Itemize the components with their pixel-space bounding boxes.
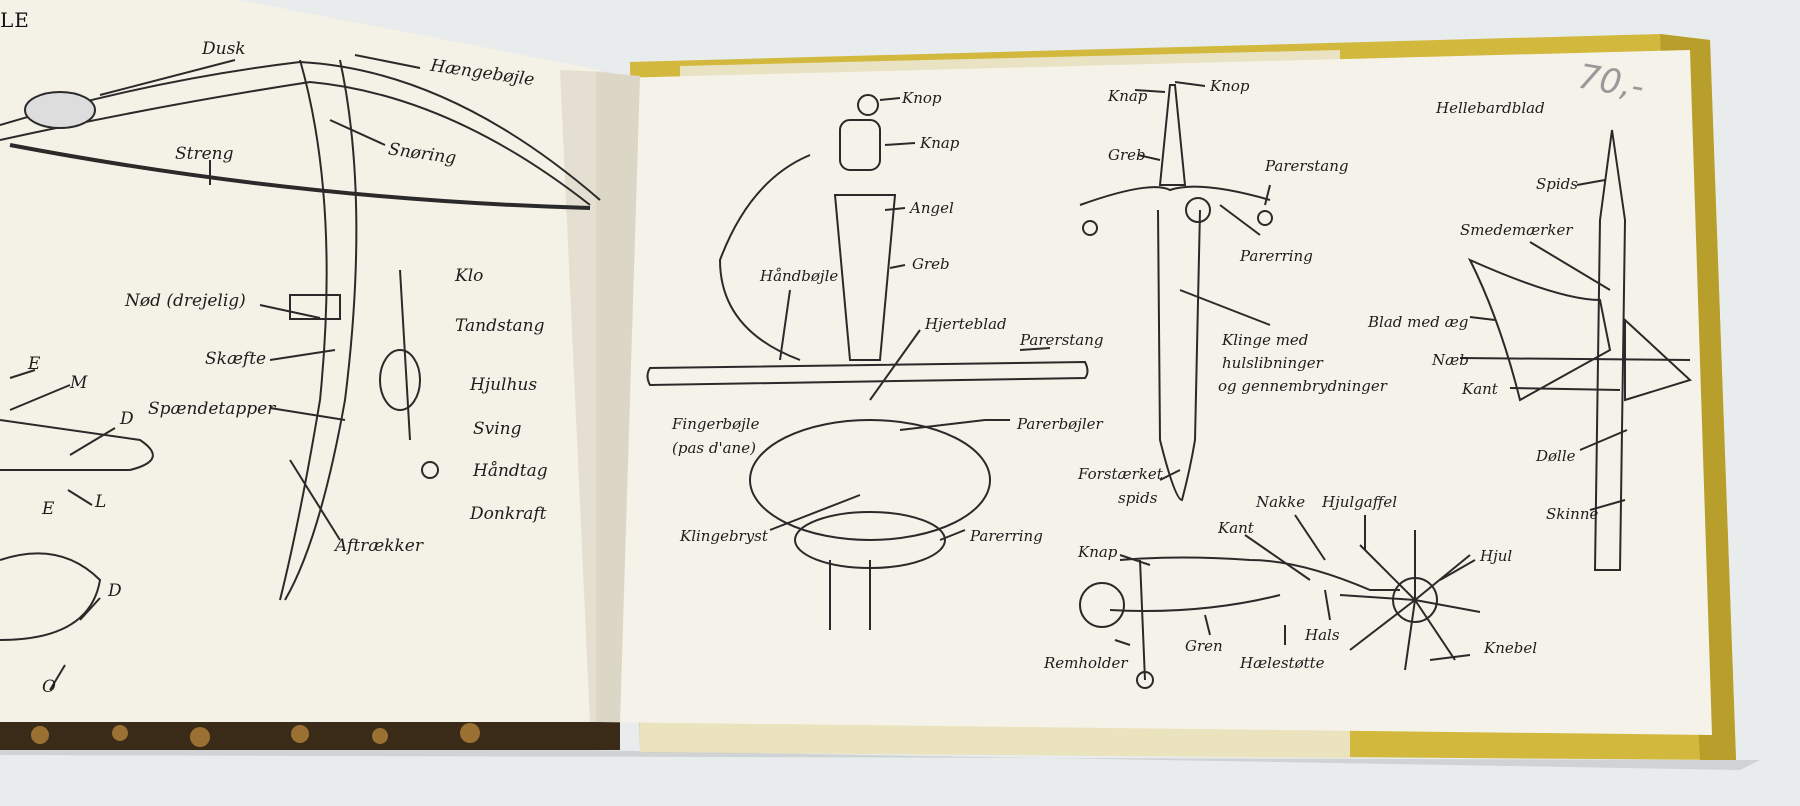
label-l: L <box>95 493 106 512</box>
spur-label-remholder: Remholder <box>1044 655 1128 672</box>
rapier-label-haandboejle: Håndbøjle <box>760 268 838 285</box>
label-d1: D <box>120 410 134 429</box>
spur-label-haelestoette: Hælestøtte <box>1240 655 1325 672</box>
right-page <box>596 50 1712 735</box>
halberd-label-blad-med-aeg: Blad med æg <box>1368 314 1468 331</box>
label-noed: Nød (drejelig) <box>125 292 246 311</box>
halberd-label-doelle: Dølle <box>1536 448 1576 465</box>
spur-label-hjul: Hjul <box>1480 548 1512 565</box>
spur-label-nakke: Nakke <box>1256 494 1305 511</box>
rapier-label-pas-dane: (pas d'ane) <box>672 440 756 457</box>
label-skaefte: Skæfte <box>205 350 266 369</box>
halberd-label-smedemaerker: Smedemærker <box>1460 222 1573 239</box>
dagger-label-knop: Knop <box>1210 78 1250 95</box>
rapier-label-parerboejler: Parerbøjler <box>1017 416 1103 433</box>
halberd-label-kant: Kant <box>1462 381 1498 398</box>
rapier-label-parerring: Parerring <box>970 528 1043 545</box>
page-header: LE <box>0 8 30 32</box>
dagger-label-parerstang: Parerstang <box>1265 158 1349 175</box>
dagger-label-knap: Knap <box>1108 88 1147 105</box>
rapier-label-klingebryst: Klingebryst <box>680 528 768 545</box>
rapier-label-knop: Knop <box>902 90 942 107</box>
label-donkraft: Donkraft <box>470 505 547 524</box>
spur-label-knap: Knap <box>1078 544 1117 561</box>
rapier-label-fingerboejle: Fingerbøjle <box>672 416 759 433</box>
label-hjulhus: Hjulhus <box>470 376 537 395</box>
label-haandtag: Håndtag <box>473 462 548 481</box>
rapier-label-knap: Knap <box>920 135 959 152</box>
spur-label-gren: Gren <box>1185 638 1223 655</box>
label-aftraekker: Aftrækker <box>335 537 423 556</box>
label-e2: E <box>42 500 54 519</box>
label-dusk: Dusk <box>202 40 246 59</box>
halberd-label-spids: Spids <box>1536 176 1578 193</box>
label-sving: Sving <box>473 420 522 439</box>
label-e1: E <box>28 355 40 374</box>
spur-label-hals: Hals <box>1305 627 1340 644</box>
spur-label-kant: Kant <box>1218 520 1254 537</box>
label-o: O <box>42 678 56 697</box>
dagger-label-klinge-line3: og gennembrydninger <box>1218 378 1387 395</box>
dagger-label-klinge-line2: hulslibninger <box>1222 355 1323 372</box>
label-streng: Streng <box>175 145 234 164</box>
rapier-label-hjerteblad: Hjerteblad <box>925 316 1007 333</box>
label-m: M <box>70 374 87 393</box>
halberd-label-naeb: Næb <box>1432 352 1469 369</box>
dagger-label-greb: Greb <box>1108 147 1146 164</box>
label-spaendetapper: Spændetapper <box>148 400 275 419</box>
label-tandstang: Tandstang <box>455 317 545 336</box>
rapier-label-parerstang: Parerstang <box>1020 332 1104 349</box>
spur-label-hjulgaffel: Hjulgaffel <box>1322 494 1397 511</box>
spur-label-knebel: Knebel <box>1484 640 1537 657</box>
rapier-label-angel: Angel <box>910 200 954 217</box>
dagger-label-klinge-line1: Klinge med <box>1222 332 1308 349</box>
dagger-label-parerring: Parerring <box>1240 248 1313 265</box>
dagger-label-forstaerket: Forstærket <box>1078 466 1163 483</box>
dagger-label-spids: spids <box>1118 490 1157 507</box>
halberd-title: Hellebardblad <box>1436 100 1545 117</box>
label-klo: Klo <box>455 267 483 286</box>
label-d2: D <box>108 582 122 601</box>
rapier-label-greb: Greb <box>912 256 950 273</box>
halberd-label-skinne: Skinne <box>1546 506 1598 523</box>
